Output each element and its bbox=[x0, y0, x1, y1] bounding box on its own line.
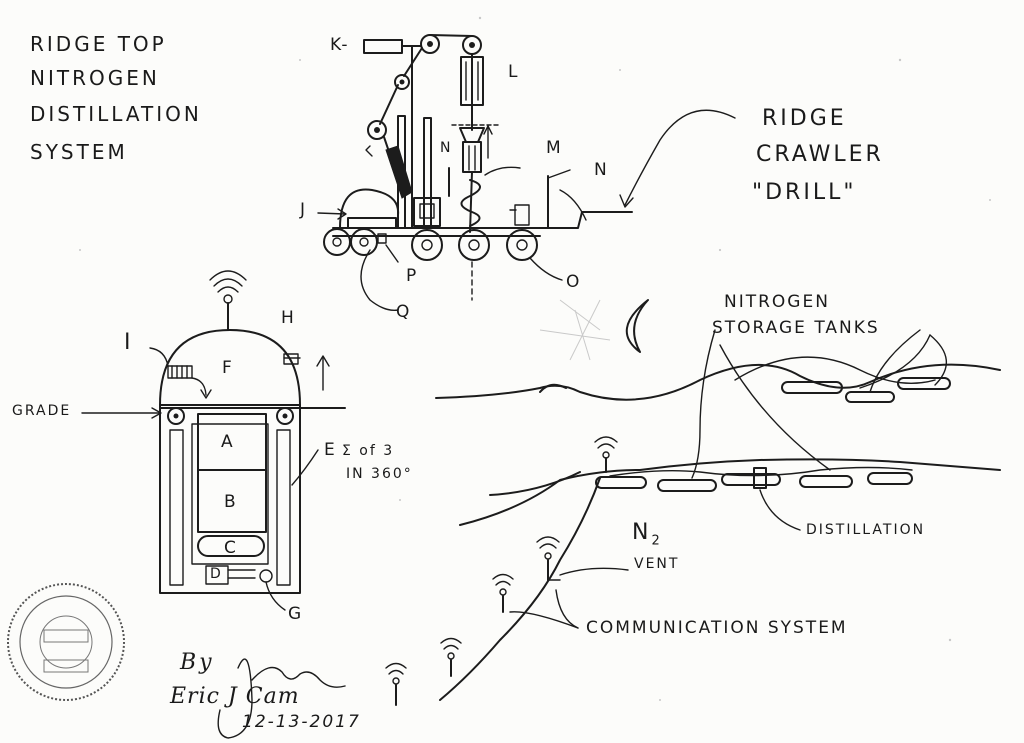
label-E: E bbox=[324, 440, 337, 460]
label-H: H bbox=[281, 308, 296, 328]
label-M: M bbox=[546, 138, 563, 158]
crawler-label-3: "DRILL" bbox=[752, 180, 857, 205]
notary-seal bbox=[7, 583, 125, 701]
ridge-terrain bbox=[385, 299, 1001, 706]
signature-scribble bbox=[217, 658, 346, 739]
label-N: N bbox=[594, 160, 609, 180]
signature-by: By bbox=[180, 650, 215, 675]
signature-name: Eric J Cam bbox=[170, 684, 300, 709]
label-Q: Q bbox=[396, 302, 412, 322]
label-L: L bbox=[508, 62, 520, 82]
vent-label: VENT bbox=[634, 556, 680, 572]
label-O: O bbox=[566, 272, 582, 292]
label-E-note-2: IN 360° bbox=[346, 466, 413, 482]
n2-label-letter: N bbox=[632, 520, 652, 545]
label-E-note-1: Σ of 3 bbox=[342, 443, 395, 459]
label-B: B bbox=[224, 492, 238, 512]
paper-specks bbox=[79, 16, 991, 701]
vault-assembly bbox=[81, 270, 346, 611]
storage-label-1: NITROGEN bbox=[724, 292, 830, 312]
label-J: J bbox=[300, 200, 308, 220]
label-D: D bbox=[210, 566, 223, 582]
distillation-label: DISTILLATION bbox=[806, 522, 926, 538]
storage-label-2: STORAGE TANKS bbox=[712, 318, 880, 338]
crawler-label-2: CRAWLER bbox=[756, 142, 884, 167]
label-P: P bbox=[406, 266, 419, 286]
n2-label: N2 bbox=[632, 520, 663, 548]
crawler-label-1: RIDGE bbox=[762, 106, 847, 131]
n2-label-subscript: 2 bbox=[651, 533, 663, 549]
label-I: I bbox=[124, 330, 134, 355]
label-F: F bbox=[222, 358, 234, 378]
title-line-4: SYSTEM bbox=[30, 140, 128, 164]
signature-date: 12-13-2017 bbox=[242, 712, 361, 732]
communication-system-label: COMMUNICATION SYSTEM bbox=[586, 618, 848, 638]
label-K: K- bbox=[330, 35, 350, 55]
crawler-drill bbox=[317, 34, 736, 311]
grade-label: GRADE bbox=[12, 403, 72, 419]
label-C: C bbox=[224, 538, 238, 558]
title-line-2: NITROGEN bbox=[30, 66, 160, 90]
label-N-small: N bbox=[440, 140, 453, 156]
label-G: G bbox=[288, 604, 304, 624]
title-line-3: DISTILLATION bbox=[30, 102, 202, 126]
title-line-1: RIDGE TOP bbox=[30, 32, 167, 56]
label-A: A bbox=[221, 432, 235, 452]
